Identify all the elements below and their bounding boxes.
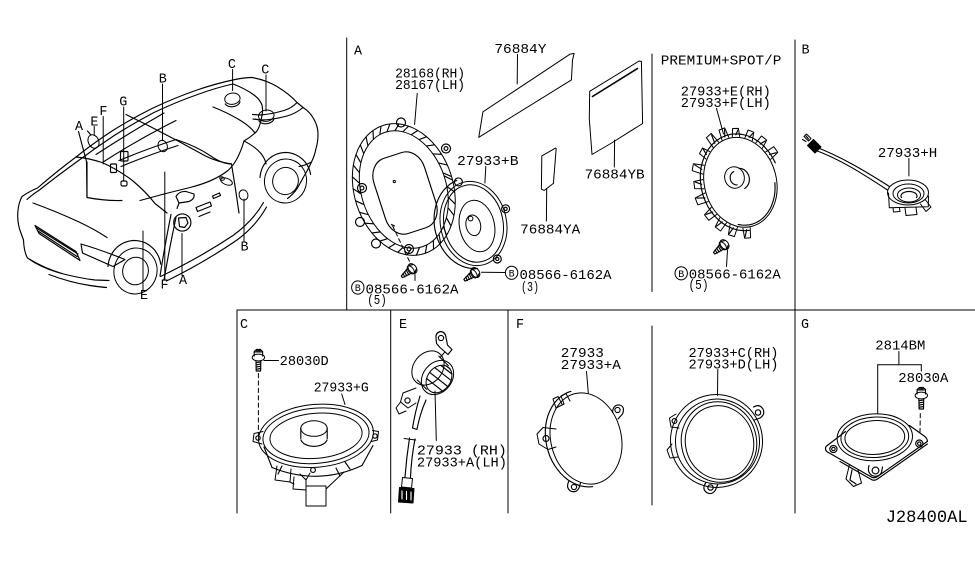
svg-text:B: B xyxy=(678,270,684,281)
svg-text:76884YA: 76884YA xyxy=(520,223,581,238)
svg-text:(5): (5) xyxy=(689,279,709,294)
svg-text:27933: 27933 xyxy=(561,347,604,362)
svg-text:E: E xyxy=(140,289,148,304)
svg-text:27933+A: 27933+A xyxy=(561,359,622,374)
svg-text:A: A xyxy=(354,45,363,60)
svg-text:F: F xyxy=(161,278,169,293)
svg-text:27933+E(RH): 27933+E(RH) xyxy=(681,86,771,101)
svg-text:27933 (RH): 27933 (RH) xyxy=(417,445,507,460)
svg-text:C: C xyxy=(261,64,269,79)
svg-text:27933+C(RH): 27933+C(RH) xyxy=(689,347,779,362)
svg-text:G: G xyxy=(801,318,809,333)
svg-text:C: C xyxy=(228,58,236,73)
svg-text:2814BM: 2814BM xyxy=(875,339,925,354)
svg-text:E: E xyxy=(399,318,407,333)
svg-text:08566-6162A: 08566-6162A xyxy=(689,269,782,284)
svg-text:27933+B: 27933+B xyxy=(457,155,519,170)
svg-text:76884YB: 76884YB xyxy=(585,168,645,183)
svg-text:PREMIUM+SPOT/P: PREMIUM+SPOT/P xyxy=(661,54,782,69)
svg-text:B: B xyxy=(159,72,167,87)
svg-text:(3): (3) xyxy=(521,281,539,296)
svg-text:27933+G: 27933+G xyxy=(314,382,369,397)
svg-text:A: A xyxy=(179,274,188,289)
svg-text:A: A xyxy=(75,120,84,135)
svg-text:B: B xyxy=(241,240,249,255)
svg-text:C: C xyxy=(240,318,248,333)
svg-text:28030D: 28030D xyxy=(280,355,329,370)
svg-text:27933+A(LH): 27933+A(LH) xyxy=(417,457,507,472)
svg-text:(5): (5) xyxy=(367,294,387,309)
svg-text:27933+H: 27933+H xyxy=(878,147,938,162)
svg-text:76884Y: 76884Y xyxy=(494,43,546,58)
svg-text:27933+D(LH): 27933+D(LH) xyxy=(689,358,779,373)
svg-text:B: B xyxy=(509,270,515,281)
svg-text:08566-6162A: 08566-6162A xyxy=(520,269,613,284)
svg-text:G: G xyxy=(119,96,127,111)
svg-text:E: E xyxy=(90,115,98,130)
svg-text:F: F xyxy=(99,105,107,120)
svg-text:27933+F(LH): 27933+F(LH) xyxy=(681,97,771,112)
svg-text:28030A: 28030A xyxy=(898,372,949,387)
svg-text:J28400AL: J28400AL xyxy=(886,509,968,528)
svg-text:28168(RH): 28168(RH) xyxy=(395,67,465,82)
svg-text:B: B xyxy=(802,44,810,59)
svg-text:28167(LH): 28167(LH) xyxy=(395,79,465,94)
svg-text:F: F xyxy=(516,318,524,333)
svg-text:B: B xyxy=(355,284,361,295)
svg-text:08566-6162A: 08566-6162A xyxy=(366,284,460,299)
